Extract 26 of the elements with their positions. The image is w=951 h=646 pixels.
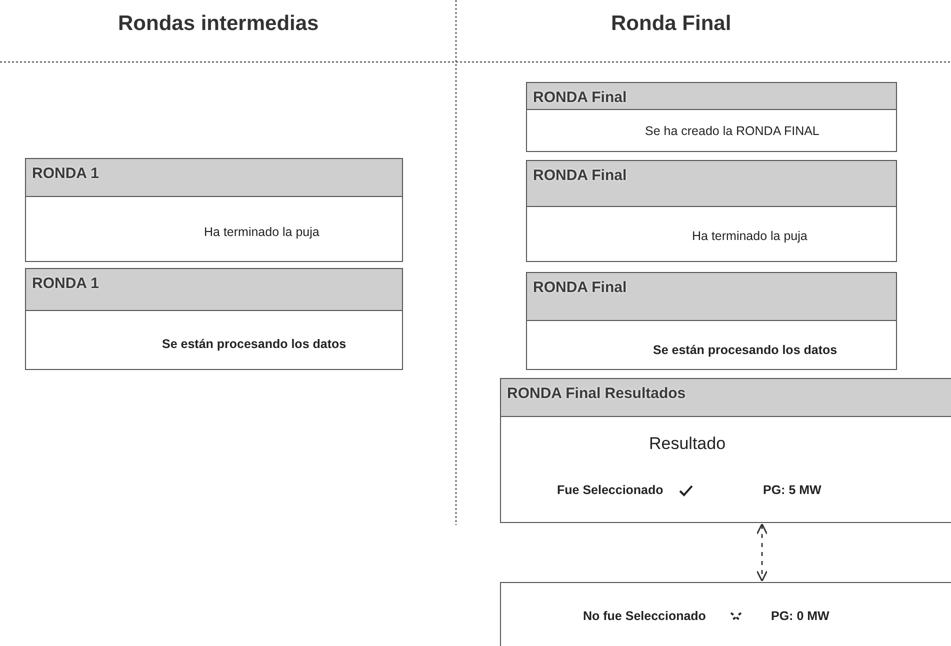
card-header: RONDA 1 (26, 269, 402, 311)
notification-card (25, 268, 403, 370)
notification-card (500, 378, 951, 523)
card-header: RONDA Final (527, 83, 896, 110)
notification-card (500, 582, 951, 646)
status-text: Ha terminado la puja (692, 229, 808, 243)
column-title: Ronda Final (611, 12, 732, 36)
status-text: Ha terminado la puja (204, 225, 320, 239)
notification-card (526, 160, 897, 262)
status-text: PG: 5 MW (763, 483, 822, 497)
status-text: Se están procesando los datos (653, 343, 838, 357)
status-text: Se ha creado la RONDA FINAL (645, 124, 820, 138)
status-text: PG: 0 MW (771, 609, 830, 623)
section-heading: Resultado (649, 434, 726, 454)
status-text: No fue Seleccionado (583, 609, 706, 623)
card-header: RONDA Final (527, 161, 896, 207)
column-title: Rondas intermedias (118, 12, 319, 36)
notification-card (25, 158, 403, 262)
card-header: RONDA 1 (26, 159, 402, 197)
notification-card (526, 272, 897, 370)
status-text: Fue Seleccionado (557, 483, 664, 497)
notification-card (526, 82, 897, 152)
status-text: Se están procesando los datos (162, 337, 346, 351)
card-header: RONDA Final Resultados (501, 379, 951, 417)
double-arrow (756, 523, 768, 582)
card-header: RONDA Final (527, 273, 896, 321)
